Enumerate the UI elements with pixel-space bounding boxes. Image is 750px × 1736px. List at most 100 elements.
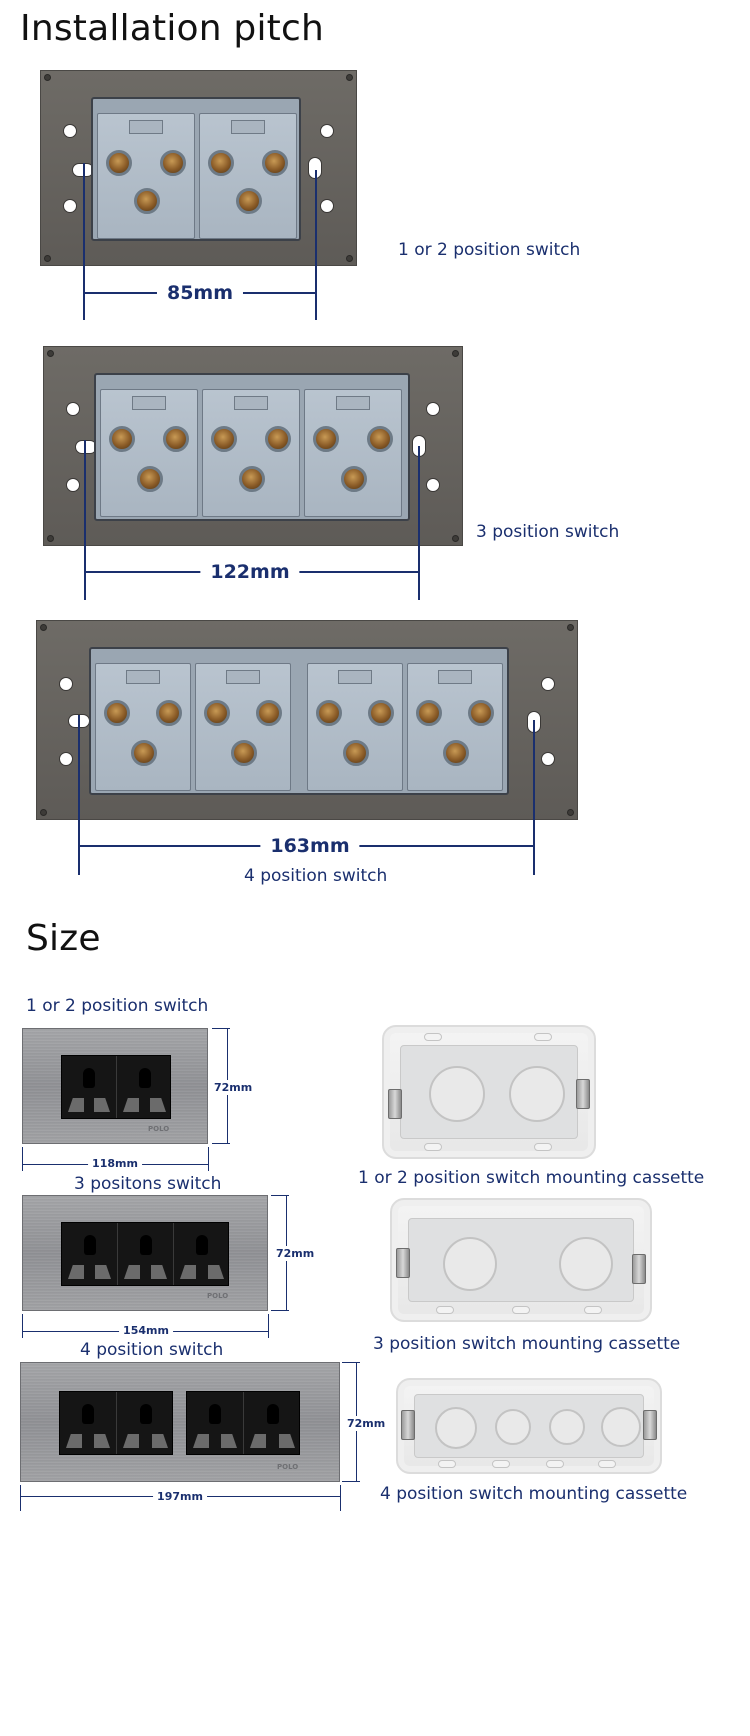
socket-pin [239,466,265,492]
cassette-3-label: 4 position switch mounting cassette [380,1484,688,1504]
module-tag [129,120,163,134]
switch-panel-3: POLO [20,1362,340,1482]
universal-socket [174,1223,230,1285]
cassette-tab [424,1143,442,1151]
socket-module [97,113,195,239]
dim-line-vertical [83,163,85,320]
cassette-1-label: 1 or 2 position switch mounting cassette [358,1168,705,1188]
mount-hole [59,752,73,766]
socket-module [307,663,403,791]
mounting-clip [643,1410,657,1440]
dim-tick [340,1485,341,1511]
panel-1-label: 1 or 2 position switch [26,996,209,1016]
mount-hole [541,677,555,691]
cassette-tab [534,1143,552,1151]
plate-1-dimension: 85mm [156,282,244,304]
dim-tick [208,1147,209,1171]
socket-module [407,663,503,791]
module-tag [338,670,372,684]
module-tag [132,396,166,410]
panel-2-width: 154mm [119,1324,173,1337]
mounting-plate-3 [36,620,578,820]
dim-tick [342,1481,360,1482]
knockout-hole [443,1237,497,1291]
socket-group [186,1391,300,1455]
dim-tick [268,1314,269,1338]
universal-socket [244,1392,301,1454]
mount-hole [426,478,440,492]
cassette-interior [408,1218,634,1302]
universal-socket [117,1392,174,1454]
universal-socket [117,1056,172,1118]
size-heading: Size [26,918,101,959]
socket-module [199,113,297,239]
module-tag [126,670,160,684]
mount-hole [541,752,555,766]
socket-pin [208,150,234,176]
module-frame [91,97,301,241]
mount-hole [63,124,77,138]
universal-socket [118,1223,174,1285]
dim-tick [342,1362,360,1363]
cassette-tab [546,1460,564,1468]
dim-tick [22,1147,23,1171]
dim-tick [212,1028,230,1029]
universal-socket [62,1223,118,1285]
mount-hole [66,402,80,416]
module-frame [89,647,509,795]
brand-logo: POLO [148,1125,170,1133]
socket-pin [131,740,157,766]
panel-1-width: 118mm [88,1157,142,1170]
mounting-plate-1 [40,70,357,266]
knockout-hole [495,1409,531,1445]
socket-pin [109,426,135,452]
socket-pin [265,426,291,452]
mount-hole [320,124,334,138]
knockout-hole [549,1409,585,1445]
cassette-tab [438,1460,456,1468]
socket-module [202,389,300,517]
mount-hole [320,199,334,213]
socket-pin [256,700,282,726]
knockout-hole [429,1066,485,1122]
socket-pin [137,466,163,492]
mounting-plate-2 [43,346,463,546]
dim-line-vertical [84,440,86,600]
mounting-cassette-2 [390,1198,652,1322]
socket-pin [211,426,237,452]
module-tag [234,396,268,410]
knockout-hole [435,1407,477,1449]
socket-pin [368,700,394,726]
screw [47,350,54,357]
mount-hole [426,402,440,416]
cassette-tab [512,1306,530,1314]
mounting-cassette-3 [396,1378,662,1474]
cassette-tab [598,1460,616,1468]
socket-pin [262,150,288,176]
mount-hole [59,677,73,691]
dim-tick [271,1310,289,1311]
socket-pin [106,150,132,176]
dim-tick [271,1195,289,1196]
universal-socket [62,1056,117,1118]
socket-pin [134,188,160,214]
socket-pin [313,426,339,452]
panel-3-height: 72mm [347,1416,386,1431]
module-tag [438,670,472,684]
socket-module [95,663,191,791]
socket-pin [156,700,182,726]
universal-socket [60,1392,117,1454]
plate-2-label: 3 position switch [476,522,620,542]
mounting-clip [396,1248,410,1278]
cassette-tab [584,1306,602,1314]
dim-tick [212,1143,230,1144]
socket-group [61,1055,171,1119]
universal-socket [187,1392,244,1454]
plate-2-dimension: 122mm [200,561,300,583]
cassette-tab [424,1033,442,1041]
mounting-clip [388,1089,402,1119]
socket-pin [367,426,393,452]
socket-group [61,1222,229,1286]
screw [567,809,574,816]
panel-3-label: 4 position switch [80,1340,224,1360]
